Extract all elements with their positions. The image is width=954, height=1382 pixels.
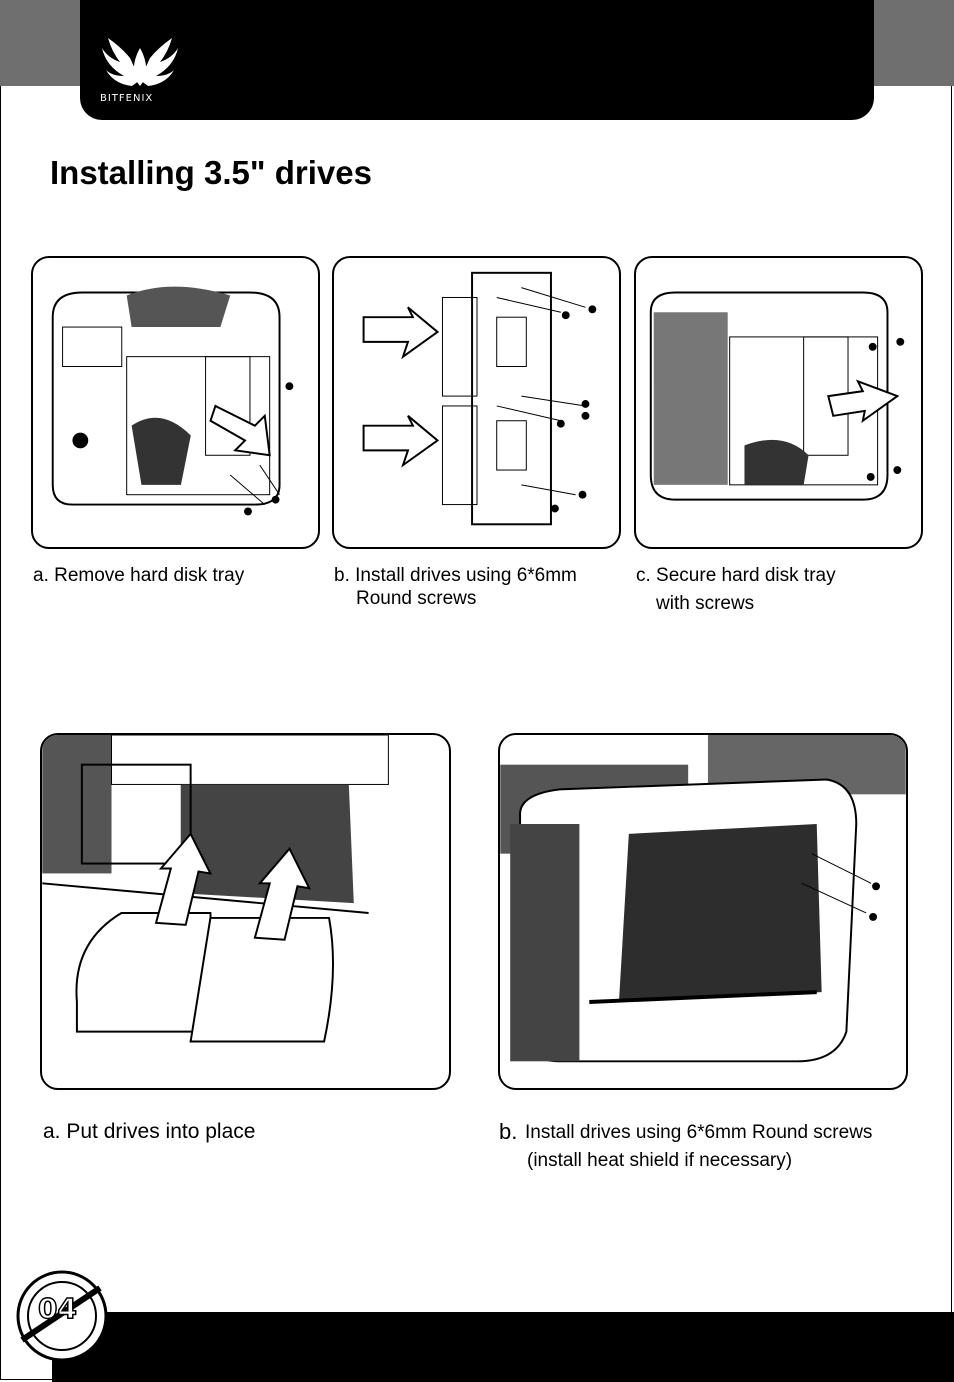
step-b-caption-line2: Round screws: [356, 588, 477, 609]
step-c-caption-line1: c. Secure hard disk tray: [636, 565, 836, 586]
page-number-badge-icon: [16, 1270, 108, 1362]
row2-step-b-caption-line1: Install drives using 6*6mm Round screws: [525, 1122, 873, 1143]
hard-disk-tray-removal-illustration: [51, 286, 294, 516]
row2-step-b-prefix: b.: [499, 1119, 518, 1144]
header-accent-left: [0, 0, 80, 86]
bottom-drive-screws-illustration: [500, 735, 906, 1063]
page-number: 04: [37, 1291, 77, 1326]
header-accent-right: [874, 0, 954, 86]
tray-secure-illustration: [649, 291, 905, 501]
drives-placement-illustration: [42, 735, 389, 1043]
step-b-caption-line1: b. Install drives using 6*6mm: [334, 565, 577, 586]
step-c-caption-line2: with screws: [656, 593, 755, 614]
step-a-put-drives-image: [40, 733, 451, 1090]
header-band: [80, 0, 874, 120]
step-b-install-drives-image: [332, 256, 621, 549]
step-c-secure-tray-image: [634, 256, 923, 549]
footer-band: [52, 1312, 954, 1382]
step-a-caption: a. Remove hard disk tray: [33, 565, 245, 586]
row2-step-a-caption: a. Put drives into place: [43, 1120, 256, 1143]
row2-step-b-caption-line2: (install heat shield if necessary): [527, 1150, 793, 1171]
step-b-bottom-screws-image: [498, 733, 908, 1090]
step-a-remove-tray-image: [31, 256, 320, 549]
page-title: Installing 3.5" drives: [50, 154, 372, 191]
drive-mounting-illustration: [362, 271, 597, 526]
brand-wordmark: BITFENIX: [100, 93, 154, 104]
bitfenix-wings-icon: [102, 38, 178, 86]
